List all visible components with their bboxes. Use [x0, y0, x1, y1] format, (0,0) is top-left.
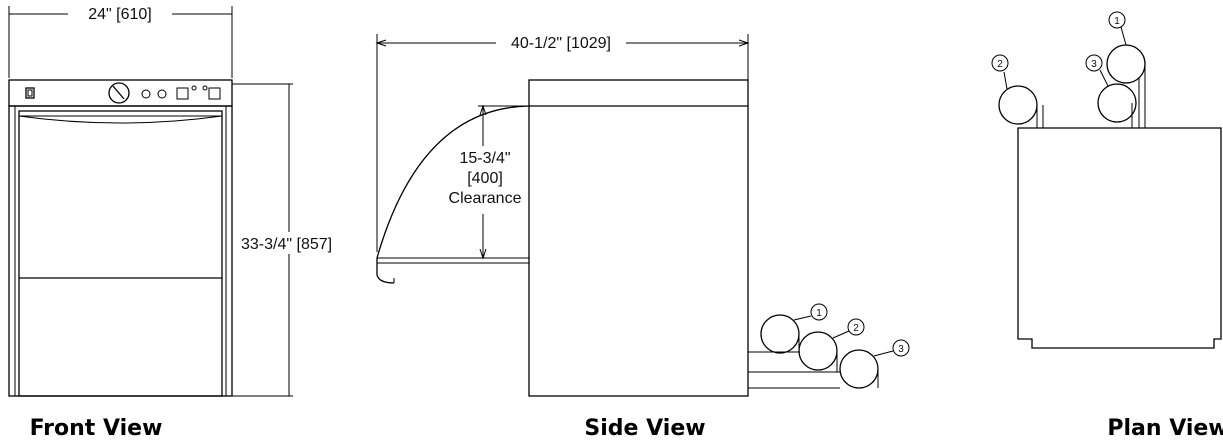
front-cabinet: [8, 105, 233, 397]
plan-callout-3: 3: [1091, 59, 1097, 70]
connection-pipe-icon: [760, 314, 800, 354]
callout-bubble: [892, 339, 910, 357]
plan-view: 2 3 1 Plan View: [991, 11, 1223, 441]
callout-bubble: [991, 54, 1009, 72]
connection-pipe-icon: [998, 85, 1038, 125]
control-panel: [8, 79, 233, 107]
door-swing: [376, 105, 530, 284]
side-utility-connections: 1 2 3: [748, 303, 910, 389]
front-height-dimension: 33-3/4" [857]: [232, 83, 343, 397]
front-view-title: Front View: [30, 416, 163, 441]
callout-bubble: [1108, 11, 1126, 29]
side-cabinet: [528, 79, 749, 397]
side-view-title: Side View: [584, 416, 705, 441]
connection-pipe-icon: [798, 331, 838, 371]
side-callout-1: 1: [816, 308, 822, 319]
power-switch-icon: [25, 87, 35, 99]
front-height-label: 33-3/4" [857]: [241, 236, 332, 253]
side-callout-2: 2: [853, 323, 859, 334]
side-depth-dimension: 40-1/2" [1029]: [375, 34, 750, 252]
callout-bubble: [847, 318, 865, 336]
control-button-icon: [176, 87, 189, 100]
front-width-dimension: 24" [610]: [8, 6, 233, 78]
plan-outline: [1017, 127, 1222, 349]
connection-pipe-icon: [1097, 83, 1137, 123]
clearance-value: 15-3/4": [459, 150, 510, 167]
clearance-dimension: 15-3/4" [400] Clearance: [449, 104, 529, 260]
indicator-light-icon: [141, 89, 151, 99]
door-panel: [18, 110, 223, 397]
front-view: 24" [610]: [8, 6, 343, 441]
dial-knob-icon: [108, 82, 130, 104]
callout-bubble: [810, 303, 828, 321]
control-button-icon: [208, 87, 221, 100]
plan-callout-2: 2: [997, 59, 1003, 70]
front-width-label: 24" [610]: [88, 6, 152, 23]
connection-pipe-icon: [1106, 44, 1146, 84]
clearance-metric: [400]: [467, 170, 503, 187]
callout-bubble: [1085, 54, 1103, 72]
clearance-word: Clearance: [449, 190, 522, 207]
connection-pipe-icon: [839, 349, 879, 389]
plan-view-title: Plan View: [1107, 416, 1223, 441]
plan-callout-1: 1: [1114, 16, 1120, 27]
side-depth-label: 40-1/2" [1029]: [511, 35, 611, 52]
side-view: 40-1/2" [1029] 15-3/4" [400] Clearance: [375, 34, 910, 441]
side-callout-3: 3: [898, 344, 904, 355]
indicator-light-icon: [157, 89, 167, 99]
